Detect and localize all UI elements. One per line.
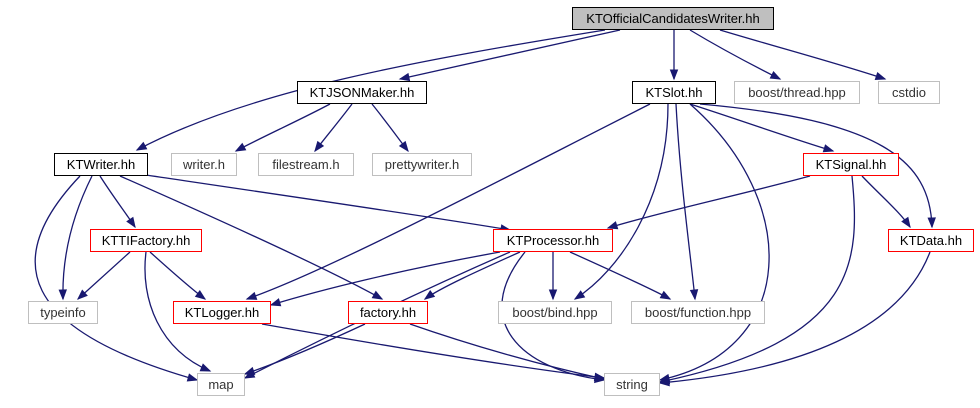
arrowhead-ktjsonmaker-writer-h <box>234 142 247 152</box>
arrowhead-ktslot-ktsignal <box>822 144 835 153</box>
edge-ktwriter-ktprocessor <box>145 174 511 231</box>
node-ktdata[interactable]: KTData.hh <box>888 229 974 252</box>
edge-ktprocessor-factory <box>424 251 521 300</box>
arrowhead-ktdata-string <box>658 377 670 387</box>
node-factory[interactable]: factory.hh <box>348 301 428 324</box>
node-typeinfo: typeinfo <box>28 301 98 324</box>
arrowhead-root-ktslot <box>669 69 679 81</box>
edge-factory-string <box>409 323 605 380</box>
edge-ktsignal-ktprocessor <box>607 175 811 229</box>
edge-ktjsonmaker-writer-h <box>235 103 331 152</box>
arrowhead-ktprocessor-ktlogger <box>269 298 282 307</box>
node-ktprocessor[interactable]: KTProcessor.hh <box>493 229 613 252</box>
arrowhead-ktwriter-factory <box>371 290 384 300</box>
node-prettywriter-h: prettywriter.h <box>372 153 472 176</box>
edge-ktslot-ktlogger <box>246 103 651 300</box>
node-boost-bind: boost/bind.hpp <box>498 301 612 324</box>
edge-root-ktwriter <box>136 29 606 151</box>
arrowhead-ktsignal-ktprocessor <box>606 221 619 230</box>
arrowhead-factory-string <box>593 372 606 382</box>
node-writer-h: writer.h <box>171 153 237 176</box>
arrowhead-root-boost-thread <box>769 70 782 80</box>
arrowhead-ktjsonmaker-prettywriter-h <box>398 140 409 153</box>
edge-ktslot-ktdata <box>699 103 933 228</box>
edge-root-boost-thread <box>689 29 781 80</box>
edge-factory-map <box>244 323 366 375</box>
node-ktsignal[interactable]: KTSignal.hh <box>803 153 899 176</box>
node-ktslot[interactable]: KTSlot.hh <box>632 81 716 104</box>
edge-ktsignal-ktdata <box>861 175 911 228</box>
arrowhead-ktprocessor-factory <box>423 289 436 300</box>
arrowhead-ktjsonmaker-filestream-h <box>314 140 325 153</box>
arrowhead-ktprocessor-boost-function <box>659 290 672 300</box>
edge-ktprocessor-ktlogger <box>270 251 501 306</box>
edge-ktslot-boost-bind <box>574 103 669 300</box>
arrowhead-ktslot-ktlogger <box>245 291 258 300</box>
edge-ktwriter-typeinfo <box>62 175 93 300</box>
arrowhead-ktslot-boost-function <box>689 289 699 301</box>
arrowhead-factory-map <box>243 366 256 375</box>
node-map: map <box>197 373 245 396</box>
arrowhead-ktwriter-map <box>186 373 199 382</box>
node-ktwriter[interactable]: KTWriter.hh <box>54 153 148 176</box>
edge-ktlogger-string <box>261 323 605 379</box>
node-filestream-h: filestream.h <box>258 153 354 176</box>
edge-ktslot-string <box>659 103 770 381</box>
node-kttifactory[interactable]: KTTIFactory.hh <box>90 229 202 252</box>
arrowhead-kttifactory-ktlogger <box>194 289 207 300</box>
node-boost-thread: boost/thread.hpp <box>734 81 860 104</box>
edge-ktsignal-string <box>659 175 856 383</box>
node-ktlogger[interactable]: KTLogger.hh <box>173 301 271 324</box>
edge-ktslot-boost-function <box>675 103 696 300</box>
node-string: string <box>604 373 660 396</box>
arrowhead-ktslot-boost-bind <box>573 290 586 300</box>
arrowhead-root-ktwriter <box>135 141 148 151</box>
edge-root-ktjsonmaker <box>399 29 621 80</box>
node-ktjsonmaker[interactable]: KTJSONMaker.hh <box>297 81 427 104</box>
edge-ktslot-ktsignal <box>689 103 834 152</box>
arrowhead-ktslot-ktdata <box>927 217 936 229</box>
edge-kttifactory-ktlogger <box>149 251 206 300</box>
node-root: KTOfficialCandidatesWriter.hh <box>572 7 774 30</box>
edge-ktwriter-map <box>34 175 198 381</box>
edge-root-cstdio <box>719 29 886 80</box>
arrowhead-ktwriter-kttifactory <box>126 216 136 229</box>
arrowhead-ktprocessor-boost-bind <box>548 289 558 301</box>
node-cstdio: cstdio <box>878 81 940 104</box>
arrowhead-kttifactory-typeinfo <box>76 289 88 300</box>
arrowhead-ktwriter-typeinfo <box>58 289 67 301</box>
arrowhead-ktsignal-ktdata <box>901 216 911 229</box>
arrowhead-root-ktjsonmaker <box>398 72 411 82</box>
arrowhead-root-cstdio <box>874 71 887 81</box>
arrowhead-kttifactory-map <box>199 363 212 372</box>
edge-kttifactory-typeinfo <box>77 251 131 300</box>
node-boost-function: boost/function.hpp <box>631 301 765 324</box>
edge-ktwriter-factory <box>119 175 383 300</box>
edge-ktdata-string <box>659 251 931 384</box>
edge-kttifactory-map <box>144 251 211 372</box>
